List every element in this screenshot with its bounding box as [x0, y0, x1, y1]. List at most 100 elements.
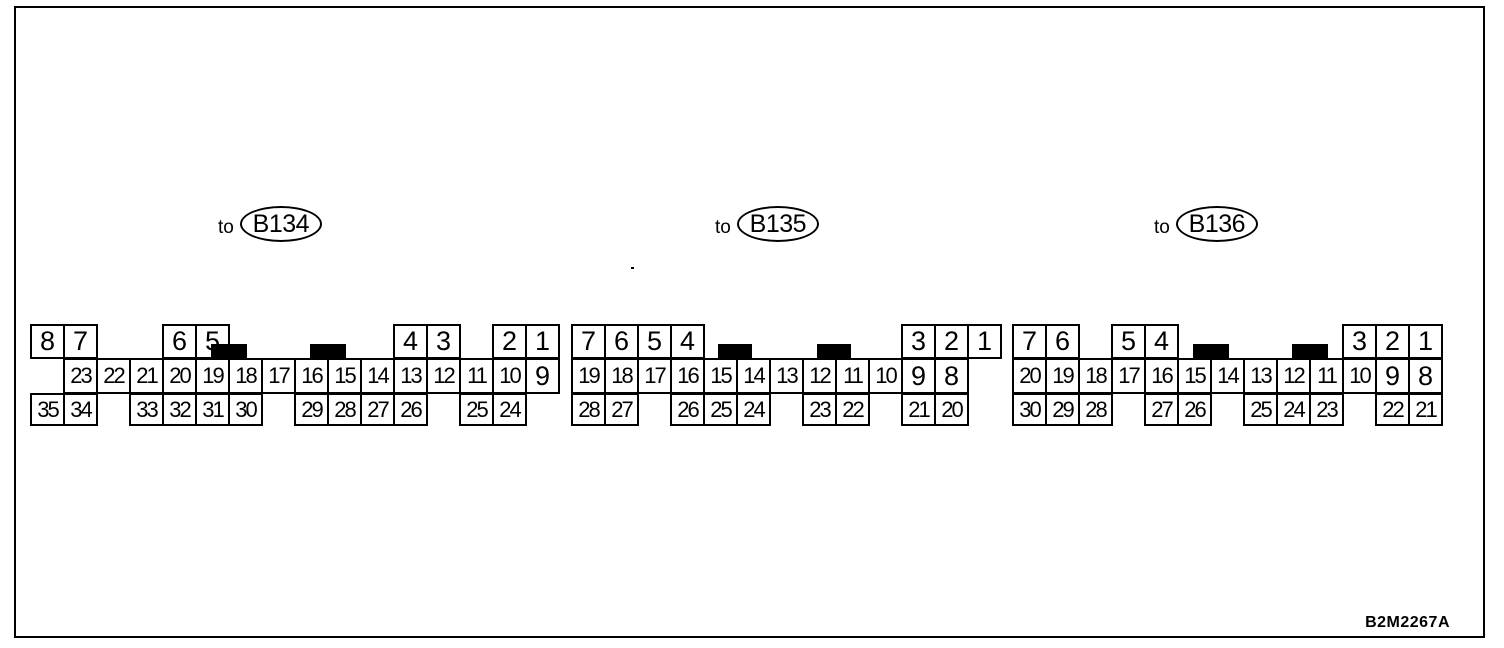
pin-22: 22	[96, 358, 131, 394]
pin-8: 8	[934, 358, 969, 394]
pin-2: 2	[492, 324, 527, 359]
pin-18: 18	[604, 358, 639, 394]
pin-7: 7	[571, 324, 606, 359]
pin-1: 1	[1408, 324, 1443, 359]
pin-32: 32	[162, 393, 197, 426]
connector-label-b134: to B134	[218, 204, 322, 244]
pin-20: 20	[1012, 358, 1047, 394]
pin-19: 19	[1045, 358, 1080, 394]
connector-lock-tab	[1292, 344, 1328, 358]
pin-28: 28	[1078, 393, 1113, 426]
connector-id-oval: B135	[736, 206, 819, 242]
pin-10: 10	[868, 358, 903, 394]
pin-9: 9	[1375, 358, 1410, 394]
connector-id-oval: B134	[239, 206, 322, 242]
pin-18: 18	[228, 358, 263, 394]
pin-17: 17	[637, 358, 672, 394]
pin-19: 19	[195, 358, 230, 394]
pin-24: 24	[736, 393, 771, 426]
pin-25: 25	[703, 393, 738, 426]
pin-34: 34	[63, 393, 98, 426]
pin-13: 13	[1243, 358, 1278, 394]
pin-21: 21	[901, 393, 936, 426]
pin-20: 20	[162, 358, 197, 394]
connector-id-oval: B136	[1175, 206, 1258, 242]
pin-12: 12	[802, 358, 837, 394]
pin-19: 19	[571, 358, 606, 394]
pin-22: 22	[1375, 393, 1410, 426]
pin-22: 22	[835, 393, 870, 426]
pin-25: 25	[1243, 393, 1278, 426]
pin-4: 4	[670, 324, 705, 359]
pin-4: 4	[1144, 324, 1179, 359]
pin-27: 27	[360, 393, 395, 426]
pin-13: 13	[393, 358, 428, 394]
pin-7: 7	[63, 324, 98, 359]
pin-13: 13	[769, 358, 804, 394]
to-text: to	[715, 217, 731, 238]
pin-17: 17	[1111, 358, 1146, 394]
pin-6: 6	[1045, 324, 1080, 359]
pin-23: 23	[1309, 393, 1344, 426]
pin-28: 28	[571, 393, 606, 426]
diagram-frame	[14, 6, 1485, 638]
pin-3: 3	[1342, 324, 1377, 359]
pin-12: 12	[426, 358, 461, 394]
pin-21: 21	[129, 358, 164, 394]
pin-4: 4	[393, 324, 428, 359]
to-text: to	[1154, 217, 1170, 238]
pin-30: 30	[1012, 393, 1047, 426]
connector-lock-tab	[310, 344, 346, 358]
pin-17: 17	[261, 358, 296, 394]
pin-6: 6	[162, 324, 197, 359]
connector-label-b136: to B136	[1154, 204, 1258, 244]
pin-16: 16	[1144, 358, 1179, 394]
pin-35: 35	[30, 393, 65, 426]
pin-11: 11	[459, 358, 494, 394]
connector-lock-tab	[1193, 344, 1229, 358]
pin-5: 5	[1111, 324, 1146, 359]
connector-label-b135: to B135	[715, 204, 819, 244]
pin-15: 15	[327, 358, 362, 394]
pin-14: 14	[1210, 358, 1245, 394]
pin-7: 7	[1012, 324, 1047, 359]
pin-9: 9	[525, 358, 560, 394]
pin-24: 24	[492, 393, 527, 426]
connector-lock-tab	[718, 344, 752, 358]
pin-16: 16	[294, 358, 329, 394]
pin-9: 9	[901, 358, 936, 394]
pin-26: 26	[670, 393, 705, 426]
pin-24: 24	[1276, 393, 1311, 426]
pin-2: 2	[1375, 324, 1410, 359]
pin-30: 30	[228, 393, 263, 426]
pin-10: 10	[492, 358, 527, 394]
pin-23: 23	[802, 393, 837, 426]
pin-26: 26	[1177, 393, 1212, 426]
pin-8: 8	[1408, 358, 1443, 394]
pin-26: 26	[393, 393, 428, 426]
pin-31: 31	[195, 393, 230, 426]
pin-16: 16	[670, 358, 705, 394]
pin-28: 28	[327, 393, 362, 426]
pin-8: 8	[30, 324, 65, 359]
pin-23: 23	[63, 358, 98, 394]
pin-11: 11	[1309, 358, 1344, 394]
pin-29: 29	[1045, 393, 1080, 426]
pin-6: 6	[604, 324, 639, 359]
pin-1: 1	[967, 324, 1002, 359]
pin-11: 11	[835, 358, 870, 394]
pin-3: 3	[901, 324, 936, 359]
stray-dot	[631, 267, 634, 269]
pin-21: 21	[1408, 393, 1443, 426]
pin-2: 2	[934, 324, 969, 359]
pin-10: 10	[1342, 358, 1377, 394]
pin-3: 3	[426, 324, 461, 359]
figure-code: B2M2267A	[1365, 614, 1450, 631]
pin-29: 29	[294, 393, 329, 426]
pin-15: 15	[1177, 358, 1212, 394]
pin-15: 15	[703, 358, 738, 394]
pin-5: 5	[637, 324, 672, 359]
pin-12: 12	[1276, 358, 1311, 394]
